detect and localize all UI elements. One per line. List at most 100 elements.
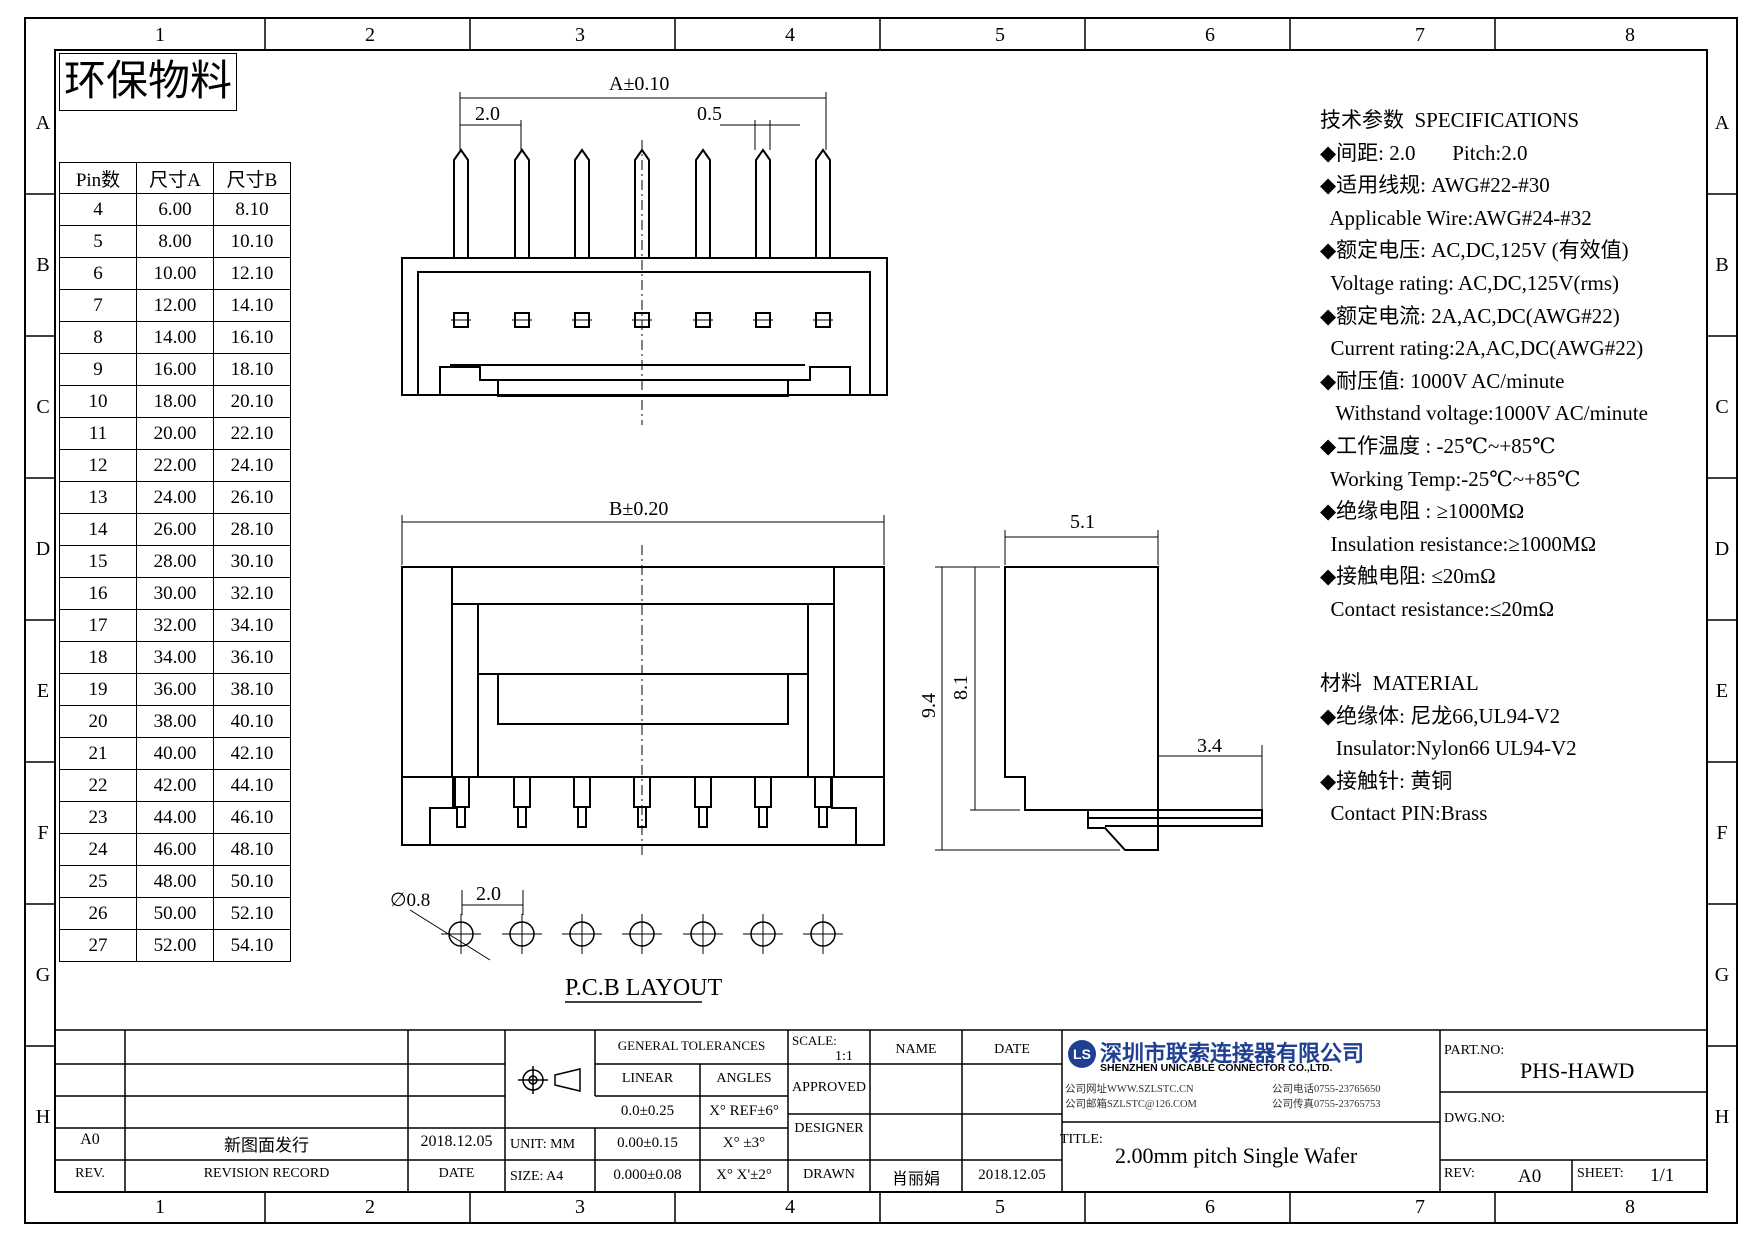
front-pin-tail (577, 806, 587, 828)
part-no-label: PART.NO: (1444, 1043, 1505, 1058)
spec-line: Contact PIN:Brass (1320, 801, 1488, 826)
table-cell: 30.00 (136, 577, 214, 610)
table-cell: 10.10 (213, 225, 291, 258)
dim-height-total: 9.4 (918, 693, 940, 718)
zone-letter: A (1714, 112, 1730, 134)
zone-letter: G (1714, 964, 1730, 986)
dim-depth: 5.1 (1070, 511, 1095, 533)
company-email: 公司邮箱SZLSTC@126.COM (1065, 1099, 1197, 1110)
spec-line: ◆工作温度 : -25℃~+85℃ (1320, 433, 1556, 458)
spec-line: ◆耐压值: 1000V AC/minute (1320, 368, 1565, 393)
zone-label: 2 (365, 1196, 375, 1218)
table-cell: 38.00 (136, 705, 214, 738)
tol-linear-2: 0.00±0.15 (617, 1135, 678, 1151)
table-cell: 32.00 (136, 609, 214, 642)
zone-letter: E (1715, 680, 1729, 702)
company-logo-icon: LS (1068, 1040, 1096, 1068)
table-cell: 10 (59, 385, 137, 418)
table-cell: 9 (59, 353, 137, 386)
front-pin-tail (456, 806, 466, 828)
front-pin-tail (818, 806, 828, 828)
top-pin (514, 148, 530, 258)
company-name-cn: 深圳市联索连接器有限公司 (1100, 1041, 1365, 1066)
table-cell: 8.10 (213, 193, 291, 226)
table-cell: 12.10 (213, 257, 291, 290)
scale-label: SCALE: (792, 1033, 837, 1048)
col-rev: REV. (75, 1166, 105, 1181)
spec-line: ◆额定电压: AC,DC,125V (有效值) (1320, 238, 1629, 263)
linear-header: LINEAR (621, 1071, 674, 1086)
spec-line: Working Temp:-25℃~+85℃ (1320, 466, 1581, 491)
table-cell: 28.00 (136, 545, 214, 578)
zone-letter: H (35, 1106, 51, 1128)
spec-line: ◆接触电阻: ≤20mΩ (1320, 564, 1496, 589)
table-cell: 27 (59, 929, 137, 962)
table-cell: 24.10 (213, 449, 291, 482)
table-cell: 20 (59, 705, 137, 738)
table-cell: 18.00 (136, 385, 214, 418)
approved-label: APPROVED (792, 1080, 866, 1095)
front-pin-tail (517, 806, 527, 828)
zone-letter: C (36, 396, 50, 418)
rev-record: 新图面发行 (224, 1136, 309, 1155)
zone-letter: F (1716, 822, 1728, 844)
table-cell: 42.10 (213, 737, 291, 770)
drawn-date: 2018.12.05 (978, 1167, 1046, 1183)
zone-label: 7 (1415, 24, 1425, 46)
rev-value: A0 (1518, 1166, 1542, 1187)
table-cell: 50.10 (213, 865, 291, 898)
zone-label: 1 (155, 24, 165, 46)
dim-hole-dia: ∅0.8 (390, 890, 430, 911)
spec-line: ◆间距: 2.0 Pitch:2.0 (1320, 140, 1528, 165)
company-name-en: SHENZHEN UNICABLE CONNECTOR CO.,LTD. (1100, 1062, 1333, 1074)
table-cell: 52.10 (213, 897, 291, 930)
dim-b: B±0.20 (609, 498, 668, 520)
zone-label: 1 (155, 1196, 165, 1218)
zone-letter: B (36, 254, 50, 276)
spec-line: Applicable Wire:AWG#24-#32 (1320, 205, 1592, 230)
dwg-no-label: DWG.NO: (1444, 1111, 1506, 1126)
company-website: 公司网址WWW.SZLSTC.CN (1065, 1084, 1194, 1095)
pcb-layout-label: P.C.B LAYOUT (565, 975, 722, 1001)
table-cell: 48.00 (136, 865, 214, 898)
table-cell: 24.00 (136, 481, 214, 514)
table-header: Pin数 (59, 162, 137, 194)
eco-material-label: 环保物料 (59, 53, 238, 111)
col-record: REVISION RECORD (203, 1166, 330, 1181)
table-cell: 34.00 (136, 641, 214, 674)
zone-label: 4 (785, 1196, 795, 1218)
table-cell: 14 (59, 513, 137, 546)
zone-letter: B (1715, 254, 1729, 276)
top-pin (755, 148, 771, 258)
spec-line: ◆绝缘电阻 : ≥1000MΩ (1320, 499, 1525, 524)
tol-linear-1: 0.0±0.25 (620, 1103, 675, 1119)
zone-label: 3 (575, 1196, 585, 1218)
dim-pin-width: 0.5 (697, 103, 722, 125)
zone-letter: D (35, 538, 51, 560)
date-header: DATE (994, 1042, 1030, 1057)
sheet-value: 1/1 (1650, 1165, 1675, 1186)
company-phone: 公司电话0755-23765650 (1272, 1084, 1381, 1095)
spec-line: ◆额定电流: 2A,AC,DC(AWG#22) (1320, 303, 1620, 328)
table-cell: 17 (59, 609, 137, 642)
table-cell: 8 (59, 321, 137, 354)
top-view (401, 140, 888, 425)
rev-label: REV: (1444, 1166, 1475, 1181)
zone-numbers-bottom: 1 2 3 4 5 6 7 8 (55, 1192, 1735, 1222)
table-header: 尺寸B (213, 162, 291, 194)
drawn-name: 肖丽娟 (891, 1171, 940, 1188)
